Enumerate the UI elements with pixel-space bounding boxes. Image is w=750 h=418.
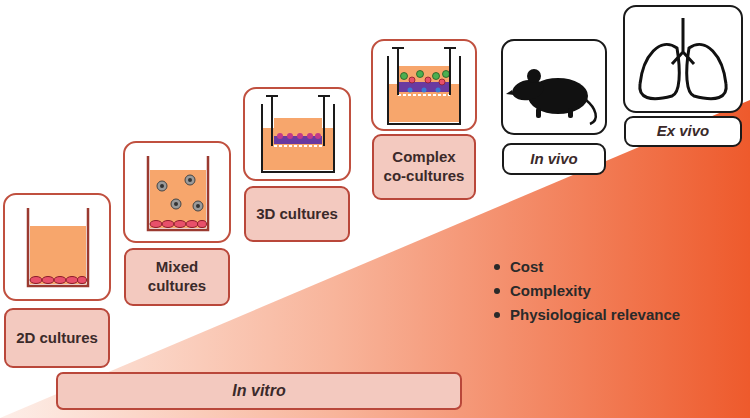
- transwell-card: [372, 40, 476, 130]
- axis-note: Complexity: [494, 282, 591, 299]
- label-text: 3D cultures: [256, 205, 338, 224]
- method-label: Complex co-cultures: [372, 134, 476, 200]
- bullet-text: Complexity: [510, 282, 591, 299]
- transwell-card: [244, 88, 350, 180]
- lungs-card: [624, 6, 742, 112]
- method-label: In vivo: [502, 143, 606, 175]
- method-label: Mixed cultures: [124, 248, 230, 306]
- ramp-triangle: [0, 100, 750, 418]
- label-text: Mixed cultures: [134, 258, 220, 296]
- culture-card: [124, 142, 230, 242]
- category-band: In vitro: [56, 372, 462, 410]
- label-text: Complex co-cultures: [382, 148, 466, 186]
- bullet-dot: [494, 312, 500, 318]
- culture-card: [4, 194, 110, 300]
- axis-note: Cost: [494, 258, 543, 275]
- bullet-dot: [494, 288, 500, 294]
- bullet-text: Physiological relevance: [510, 306, 680, 323]
- label-text: 2D cultures: [16, 329, 98, 348]
- bullet-text: Cost: [510, 258, 543, 275]
- method-label: 3D cultures: [244, 186, 350, 242]
- method-label: 2D cultures: [4, 308, 110, 368]
- axis-note: Physiological relevance: [494, 306, 680, 323]
- mouse-card: [502, 40, 606, 134]
- method-label: Ex vivo: [624, 116, 742, 147]
- label-text: In vitro: [232, 381, 285, 401]
- label-text: Ex vivo: [657, 122, 710, 141]
- bullet-dot: [494, 264, 500, 270]
- label-text: In vivo: [530, 150, 578, 169]
